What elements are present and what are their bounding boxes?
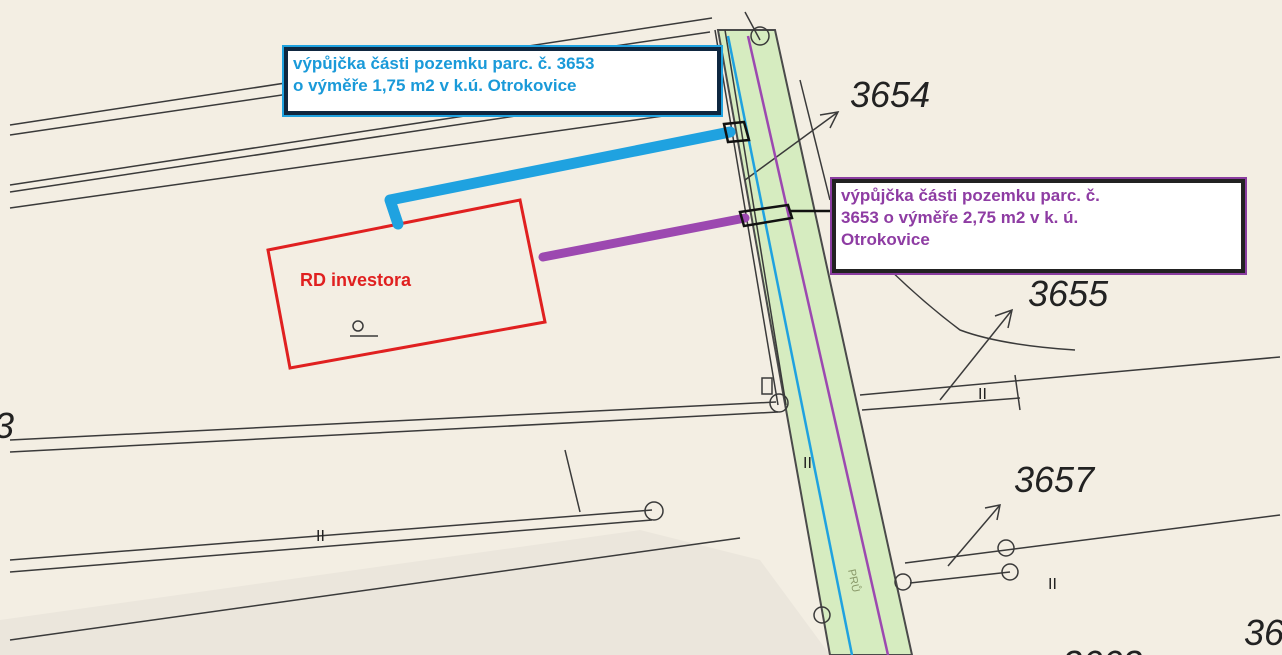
parcel-boundaries — [9, 11, 1281, 641]
usage-mark-1: II — [316, 528, 325, 545]
usage-mark-4: II — [803, 455, 812, 472]
parcel-label-3-left: 3 — [0, 405, 14, 446]
parcel-label-36: 36 — [1244, 612, 1282, 653]
parcel-label-3657: 3657 — [1014, 459, 1096, 500]
shaded-area — [0, 530, 830, 655]
purple-callout-line-2: 3653 o výměře 2,75 m2 v k. ú. — [841, 208, 1079, 227]
usage-mark-3: II — [978, 386, 987, 403]
building-outline — [266, 198, 547, 370]
building-marker-icon — [352, 320, 364, 332]
purple-connection-line — [538, 213, 750, 262]
purple-callout-line-3: Otrokovice — [841, 230, 930, 249]
usage-mark-2: II — [1048, 576, 1057, 593]
parcel-label-3663: 3663 — [1062, 643, 1142, 655]
street-strip — [716, 29, 914, 655]
blue-callout-line-2: o výměře 1,75 m2 v k.ú. Otrokovice — [293, 76, 577, 95]
blue-connection-line — [384, 126, 736, 230]
blue-callout-line-1: výpůjčka části pozemku parc. č. 3653 — [293, 54, 595, 73]
street-label: PRŮ — [845, 568, 863, 593]
purple-street-line — [746, 35, 890, 655]
building-label: RD investora — [300, 270, 412, 290]
purple-loan-area — [738, 203, 794, 228]
boundary-markers — [644, 26, 1019, 624]
parcel-label-3655: 3655 — [1028, 273, 1109, 314]
purple-callout-line-1: výpůjčka části pozemku parc. č. — [841, 186, 1100, 205]
purple-loan-callout: výpůjčka části pozemku parc. č. 3653 o v… — [830, 177, 1247, 275]
blue-loan-area — [722, 120, 751, 144]
direction-arrows — [744, 111, 1014, 567]
parcel-label-3654: 3654 — [850, 74, 930, 115]
blue-loan-callout: výpůjčka části pozemku parc. č. 3653 o v… — [282, 45, 723, 117]
